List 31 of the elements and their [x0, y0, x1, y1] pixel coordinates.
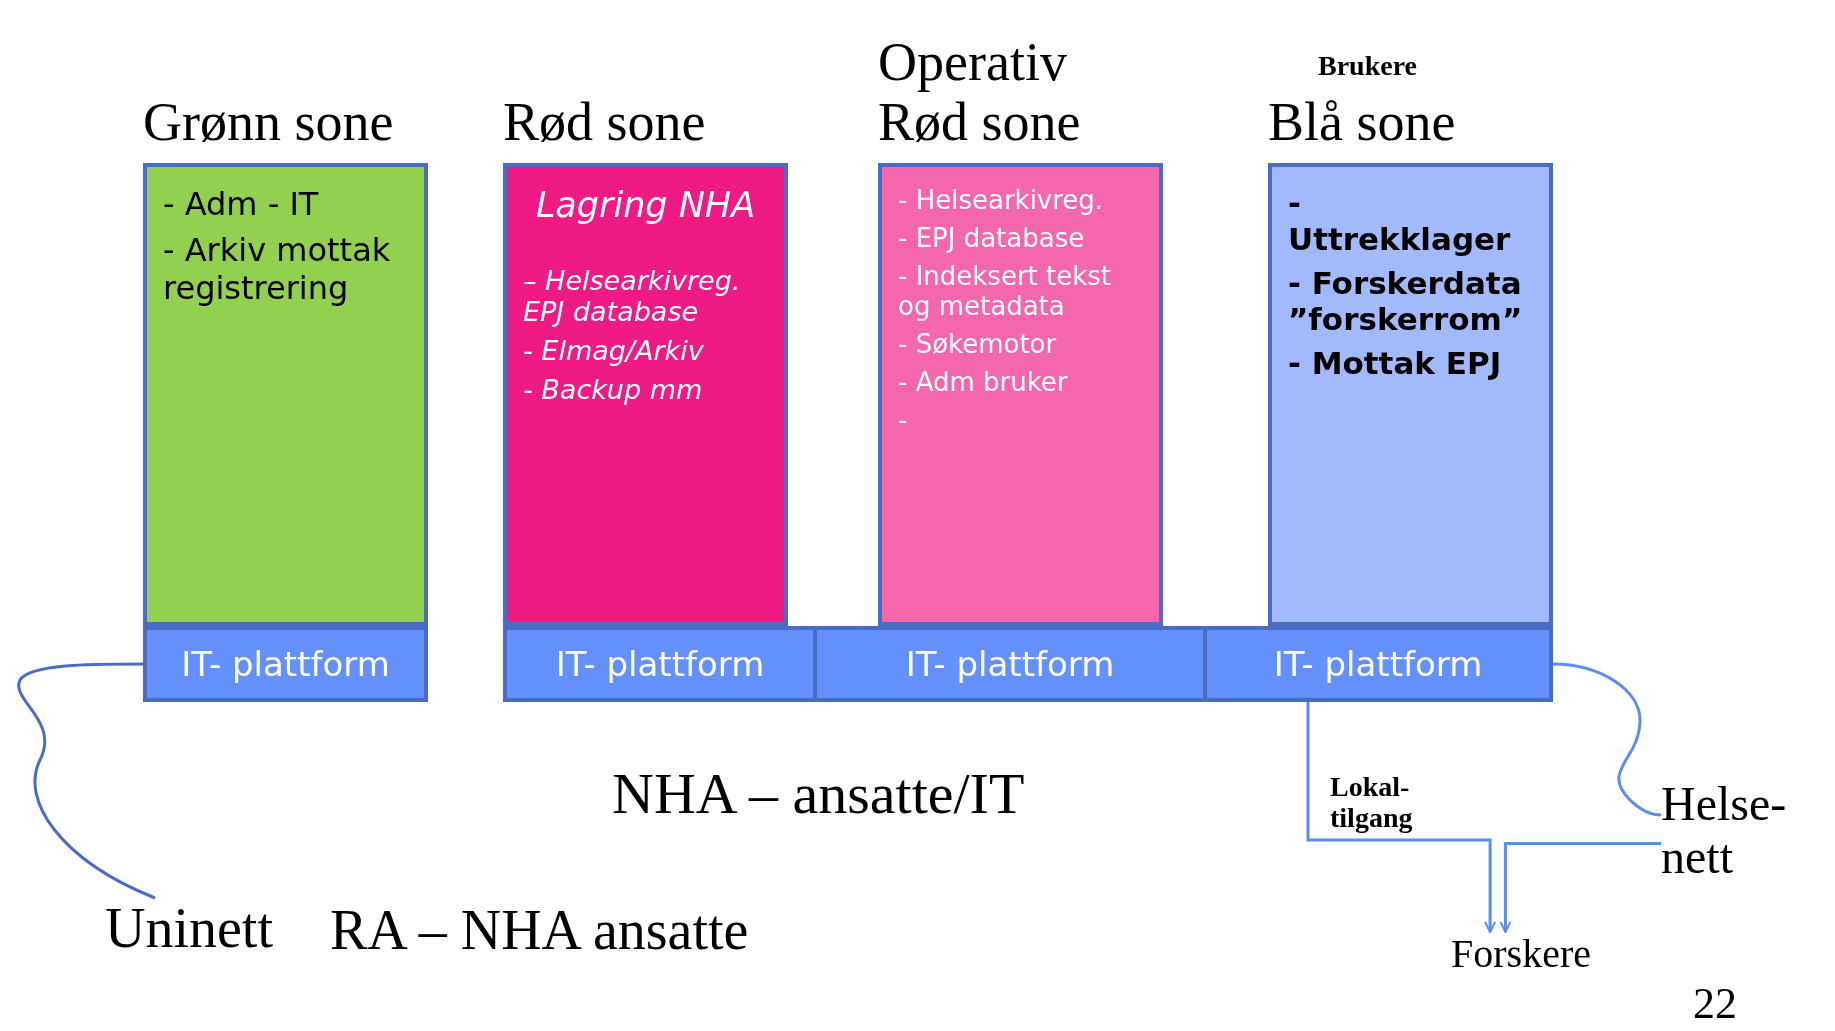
loop-line	[17, 662, 156, 900]
list-item: - Mottak EPJ	[1288, 345, 1503, 381]
zone-heading: Rød sone	[503, 92, 706, 152]
network-label: Helse- nett	[1661, 778, 1811, 884]
page-number: 22	[1693, 978, 1737, 1029]
group-label: RA – NHA ansatte	[330, 898, 749, 962]
network-label: Uninett	[105, 898, 305, 960]
group-label: Forskere	[1451, 932, 1621, 976]
group-label: NHA – ansatte/IT	[612, 760, 1025, 827]
list-item: – Helsearkivreg. EPJ database	[523, 265, 742, 327]
list-item: - Adm - IT	[163, 185, 320, 223]
zone-heading: Operativ Rød sone	[878, 32, 1082, 152]
list-item: - Uttrekklager	[1288, 185, 1512, 257]
zone-heading: Grønn sone	[143, 92, 394, 152]
arrow	[1306, 702, 1497, 933]
list-item: - Backup mm	[523, 374, 704, 405]
list-item: - Adm bruker	[898, 367, 1069, 397]
list-item: - Elmag/Arkiv	[523, 335, 705, 366]
list-item: - Indeksert tekst og metadata	[898, 261, 1113, 321]
list-item: - EPJ database	[898, 223, 1086, 253]
list-item: - Søkemotor	[898, 329, 1058, 359]
list-item: - Arkiv mottak registrering	[163, 231, 392, 307]
zone-heading: Blå sone	[1268, 92, 1456, 152]
loop-line	[1552, 662, 1662, 817]
list-item: - Forskerdata ”forskerrom”	[1288, 265, 1524, 337]
list-item: -	[898, 405, 909, 435]
list-item: - Helsearkivreg.	[898, 185, 1105, 215]
arrow	[1499, 841, 1661, 933]
platform-bar: IT- plattform	[143, 626, 428, 702]
note-label: Brukere	[1318, 50, 1418, 82]
panel-title: Lagring NHA	[534, 185, 757, 225]
